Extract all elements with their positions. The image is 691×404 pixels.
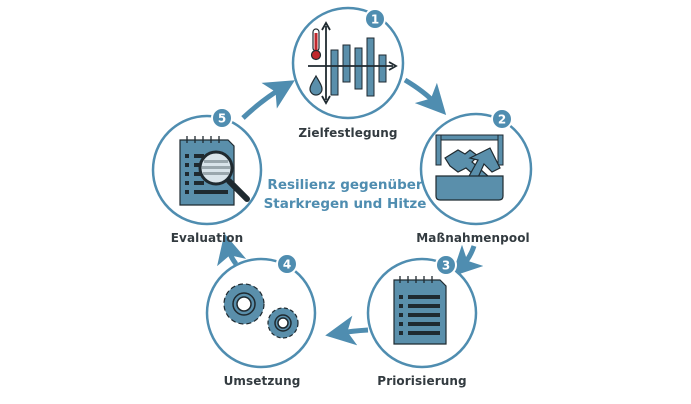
- step-badge: [491, 108, 513, 130]
- step-number: 3: [442, 259, 450, 273]
- center-title-line-1: Resilienz gegenüber: [267, 177, 423, 193]
- step-number: 5: [218, 112, 226, 126]
- arrow-2-to-3: [451, 244, 484, 277]
- gears-icon: [223, 283, 299, 339]
- step-number: 2: [498, 113, 506, 127]
- step-badge: [211, 107, 233, 129]
- step-number: 1: [371, 13, 379, 27]
- center-title: Resilienz gegenüber Starkregen und Hitze: [264, 176, 427, 214]
- step-badge: [435, 254, 457, 276]
- arrow-3-to-4: [325, 315, 369, 346]
- cycle-arrows: [217, 77, 484, 346]
- step-5: 5: [151, 107, 263, 226]
- arrow-5-to-1: [241, 80, 295, 120]
- step-1: 1: [291, 6, 405, 120]
- toolbox-icon: [435, 134, 504, 201]
- step-4: 4: [205, 253, 317, 369]
- step-badge: [276, 253, 298, 275]
- center-title-line-2: Starkregen und Hitze: [263, 196, 427, 212]
- step-label-zielfestlegung: Zielfestlegung: [298, 126, 398, 140]
- step-number: 4: [283, 258, 291, 272]
- step-3: 3: [366, 254, 478, 369]
- step-badge: [364, 8, 386, 30]
- step-label-evaluation: Evaluation: [170, 231, 244, 245]
- step-label-priorisierung: Priorisierung: [377, 374, 467, 388]
- chart-thermometer-drop-icon: [308, 21, 398, 105]
- checklist-notepad-icon: [393, 276, 447, 345]
- step-label-massnahmenpool: Maßnahmenpool: [416, 231, 530, 245]
- notepad-magnifier-icon: [179, 136, 250, 206]
- arrow-4-to-5: [217, 233, 247, 267]
- step-label-umsetzung: Umsetzung: [223, 374, 301, 388]
- arrow-1-to-2: [403, 77, 447, 116]
- step-2: 2: [419, 108, 533, 226]
